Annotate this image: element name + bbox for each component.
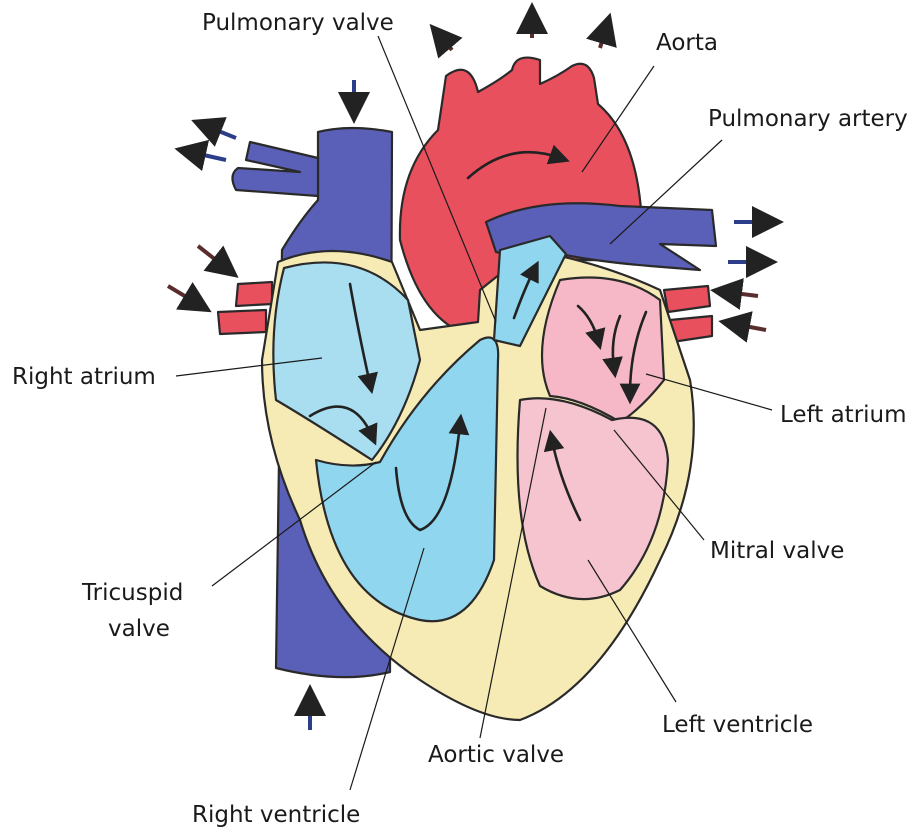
label-aorta: Aorta <box>656 30 718 56</box>
label-tricuspid-valve-line1: Tricuspid <box>81 580 183 606</box>
label-right-atrium: Right atrium <box>12 364 156 390</box>
label-pulmonary-artery: Pulmonary artery <box>708 106 908 132</box>
label-pulmonary-valve: Pulmonary valve <box>202 10 394 36</box>
label-left-atrium: Left atrium <box>780 402 907 428</box>
label-mitral-valve: Mitral valve <box>710 538 844 564</box>
label-right-ventricle: Right ventricle <box>192 802 360 828</box>
label-aortic-valve: Aortic valve <box>428 742 564 768</box>
label-tricuspid-valve-line2: valve <box>108 616 170 642</box>
label-left-ventricle: Left ventricle <box>662 712 813 738</box>
